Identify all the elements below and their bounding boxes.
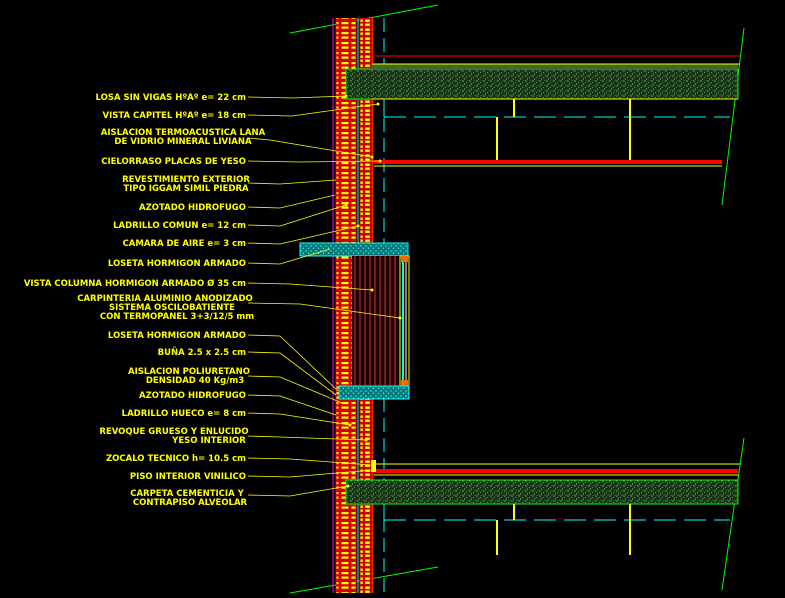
callout-label-loseta-2: LOSETA HORMIGON ARMADO	[108, 331, 246, 341]
callout-label-losa: LOSA SIN VIGAS HºAº e= 22 cm	[95, 93, 246, 103]
callout-label-buna: BUÑA 2.5 x 2.5 cm	[158, 347, 247, 358]
callout-label-azotado-2: AZOTADO HIDROFUGO	[139, 391, 246, 401]
ceiling-hangers	[496, 99, 631, 163]
column-and-window	[352, 255, 410, 387]
callout-label-capitel: VISTA CAPITEL HºAº e= 18 cm	[103, 111, 247, 121]
callout-label-piso: PISO INTERIOR VINILICO	[130, 472, 246, 482]
lower-slab-hangers	[496, 504, 631, 555]
lower-slab	[345, 460, 740, 521]
callout-label-camara-aire: CAMARA DE AIRE e= 3 cm	[123, 239, 247, 249]
callout-labels: LOSA SIN VIGAS HºAº e= 22 cm VISTA CAPIT…	[24, 93, 266, 508]
lower-sill-slab	[338, 385, 410, 400]
leader-lines	[247, 95, 401, 497]
callout-label-zocalo: ZOCALO TECNICO h= 10.5 cm	[106, 454, 246, 464]
callout-label-ladrillo-comun: LADRILLO COMUN e= 12 cm	[113, 221, 246, 231]
callout-label-azotado-1: AZOTADO HIDROFUGO	[139, 203, 246, 213]
upper-slab	[345, 55, 740, 118]
callout-label-columna: VISTA COLUMNA HORMIGON ARMADO Ø 35 cm	[24, 278, 246, 289]
callout-label-loseta-1: LOSETA HORMIGON ARMADO	[108, 259, 246, 269]
callout-label-cielorraso: CIELORRASO PLACAS DE YESO	[101, 157, 246, 167]
upper-lintel-slab	[299, 242, 409, 257]
ceiling-panels	[374, 160, 722, 167]
callout-label-ladrillo-hueco: LADRILLO HUECO e= 8 cm	[122, 409, 246, 419]
leader-dots	[344, 94, 402, 488]
